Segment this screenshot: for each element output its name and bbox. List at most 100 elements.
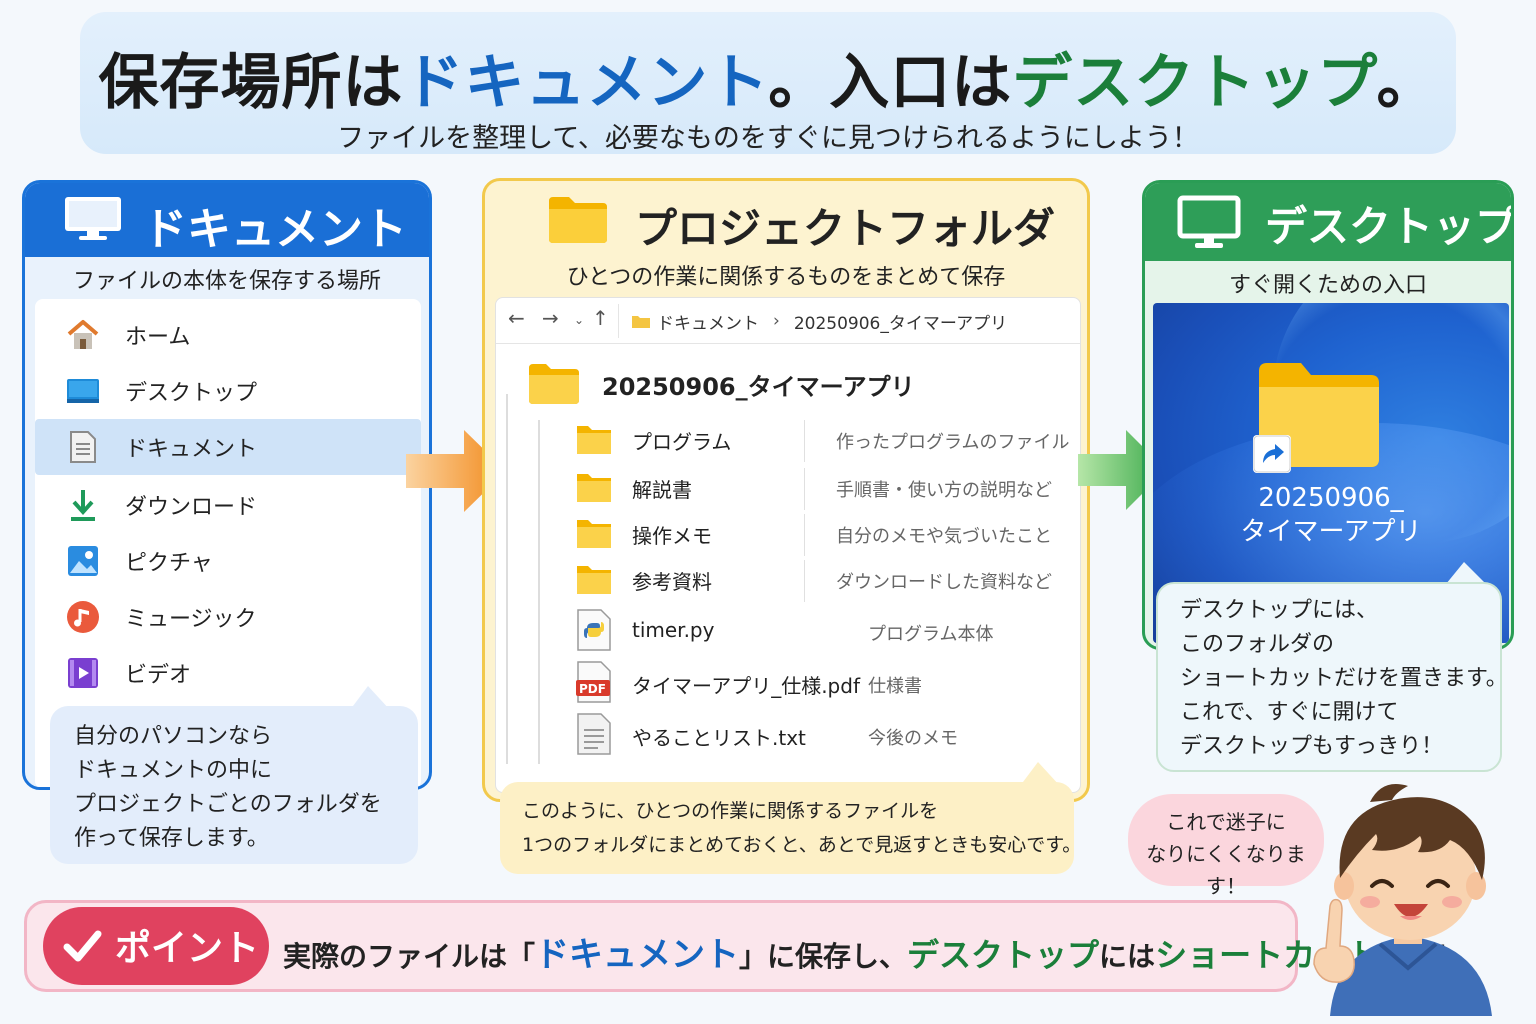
sidebar-item-label: ドキュメント [125, 437, 258, 462]
desktop-panel-title: デスクトップ [1265, 202, 1514, 251]
point-msg-part: には [1099, 940, 1156, 973]
document-icon [65, 429, 101, 465]
folder-icon [577, 566, 611, 594]
documents-panel-title: ドキュメント [143, 204, 407, 255]
sidebar-item-music[interactable]: ミュージック [35, 589, 421, 645]
tree-line [538, 420, 540, 764]
root-folder-name: 20250906_タイマーアプリ [602, 372, 915, 401]
file-row-pdf[interactable]: PDF タイマーアプリ_仕様.pdf 仕様書 [576, 661, 1056, 704]
chevron-down-icon[interactable]: ⌄ [574, 313, 585, 327]
column-divider [804, 420, 805, 462]
folder-icon [549, 197, 607, 243]
point-msg-documents: ドキュメント [535, 935, 740, 975]
folder-name: 参考資料 [632, 570, 712, 594]
forward-arrow-icon[interactable]: → [542, 306, 559, 330]
bubble-line: 自分のパソコンなら [74, 724, 273, 749]
speech-line: これで迷子に [1166, 810, 1286, 834]
project-panel-description: ひとつの作業に関係するものをまとめて保存 [566, 265, 1006, 290]
root-folder-row[interactable]: 20250906_タイマーアプリ [528, 362, 915, 406]
bubble-line: これで、すぐに開けて [1180, 700, 1399, 725]
chevron-right-icon: › [773, 311, 780, 331]
folder-description: ダウンロードした資料など [836, 572, 1052, 593]
title-part-3: 。入口は [768, 48, 1013, 118]
folder-description: 手順書・使い方の説明など [836, 480, 1052, 501]
sidebar-item-label: ダウンロード [125, 495, 258, 520]
column-divider [804, 560, 805, 602]
speech-line: なりにくくなります！ [1146, 842, 1306, 898]
address-bar[interactable]: ドキュメント › 20250906_タイマーアプリ [618, 304, 1074, 338]
pdf-file-icon [576, 661, 611, 703]
file-name: timer.py [632, 618, 715, 642]
file-row-text[interactable]: やることリスト.txt 今後のメモ [576, 713, 1056, 756]
file-description: プログラム本体 [868, 624, 994, 645]
sidebar-item-home[interactable]: ホーム [35, 307, 421, 363]
video-icon [65, 655, 101, 691]
project-panel-header: プロジェクトフォルダ [485, 181, 1087, 263]
bubble-line: デスクトップもすっきり！ [1180, 734, 1444, 759]
desktop-panel-header: デスクトップ [1145, 183, 1511, 261]
folder-row-program[interactable]: プログラム 作ったプログラムのファイル [576, 420, 1069, 462]
shortcut-label[interactable]: 20250906_ タイマーアプリ [1153, 481, 1509, 549]
point-badge: ポイント [43, 907, 269, 985]
shortcut-arrow-icon [1253, 435, 1291, 473]
folder-name: 操作メモ [632, 524, 712, 548]
sidebar-item-desktop[interactable]: デスクトップ [35, 363, 421, 419]
monitor-icon [65, 197, 121, 240]
boy-character-illustration [1313, 784, 1492, 1016]
breadcrumb-documents[interactable]: ドキュメント [657, 313, 759, 334]
music-icon [65, 599, 101, 635]
sidebar-item-label: ミュージック [125, 607, 257, 632]
check-icon [63, 930, 102, 962]
kid-speech-bubble: これで迷子に なりにくくなります！ [1128, 794, 1324, 898]
sidebar-item-pictures[interactable]: ピクチャ [35, 533, 421, 589]
sidebar-item-label: ビデオ [125, 663, 192, 688]
shortcut-label-line: 20250906_ [1258, 483, 1404, 513]
folder-name: 解説書 [632, 478, 692, 502]
file-description: 今後のメモ [868, 728, 958, 749]
folder-description: 自分のメモや気づいたこと [836, 526, 1052, 547]
pdf-badge: PDF [579, 682, 606, 696]
folder-row-memo[interactable]: 操作メモ 自分のメモや気づいたこと [576, 514, 1056, 556]
page-subtitle: ファイルを整理して、必要なものをすぐに見つけられるようにしよう！ [337, 123, 1199, 154]
download-icon [65, 487, 101, 523]
desktop-icon [65, 373, 101, 409]
sidebar-item-documents[interactable]: ドキュメント [35, 419, 421, 475]
up-arrow-icon[interactable]: ↑ [592, 306, 609, 330]
sidebar-item-label: ピクチャ [125, 551, 213, 576]
title-part-desktop: デスクトップ [1012, 48, 1377, 118]
point-bar: ポイント 実際のファイルは「ドキュメント」に保存し、デスクトップにはショートカッ… [24, 900, 1463, 992]
folder-icon [577, 474, 611, 502]
column-divider [804, 514, 805, 556]
project-note-bubble: このように、ひとつの作業に関係するファイルを 1つのフォルダにまとめておくと、あ… [500, 782, 1081, 874]
file-name: やることリスト.txt [632, 726, 806, 750]
bubble-line: ショートカットだけを置きます。 [1180, 666, 1508, 691]
sidebar-item-downloads[interactable]: ダウンロード [35, 477, 421, 533]
orange-arrow-icon [406, 430, 506, 512]
bubble-line: このフォルダの [1180, 632, 1335, 657]
column-divider [804, 468, 805, 510]
folder-row-manual[interactable]: 解説書 手順書・使い方の説明など [576, 468, 1056, 510]
folder-description: 作ったプログラムのファイル [836, 432, 1070, 453]
sidebar-item-videos[interactable]: ビデオ [35, 645, 421, 701]
folder-row-reference[interactable]: 参考資料 ダウンロードした資料など [576, 560, 1056, 602]
back-arrow-icon[interactable]: ← [508, 306, 525, 330]
file-name: タイマーアプリ_仕様.pdf [632, 674, 860, 698]
explorer-nav-bar: ← → ⌄ ↑ ドキュメント › 20250906_タイマーアプリ [496, 298, 1080, 344]
breadcrumb-project[interactable]: 20250906_タイマーアプリ [793, 313, 1008, 334]
shortcut-label-line: タイマーアプリ [1240, 517, 1422, 547]
tree-line [506, 394, 508, 764]
title-part-documents: ドキュメント [403, 48, 769, 118]
documents-panel-description: ファイルの本体を保存する場所 [72, 269, 381, 294]
bubble-line: デスクトップには、 [1180, 598, 1379, 623]
documents-panel-header: ドキュメント [25, 183, 429, 257]
folder-icon [632, 315, 650, 328]
folder-icon [577, 520, 611, 548]
point-badge-label: ポイント [115, 928, 260, 969]
monitor-icon [1177, 195, 1241, 248]
title-part-5: 。 [1376, 48, 1438, 118]
folder-icon [577, 426, 611, 454]
file-row-python[interactable]: timer.py プログラム本体 [576, 609, 1056, 652]
documents-note-bubble: 自分のパソコンなら ドキュメントの中に プロジェクトごとのフォルダを 作って保存… [50, 706, 418, 864]
project-panel-title: プロジェクトフォルダ [635, 204, 1056, 253]
folder-name: プログラム [632, 430, 732, 454]
